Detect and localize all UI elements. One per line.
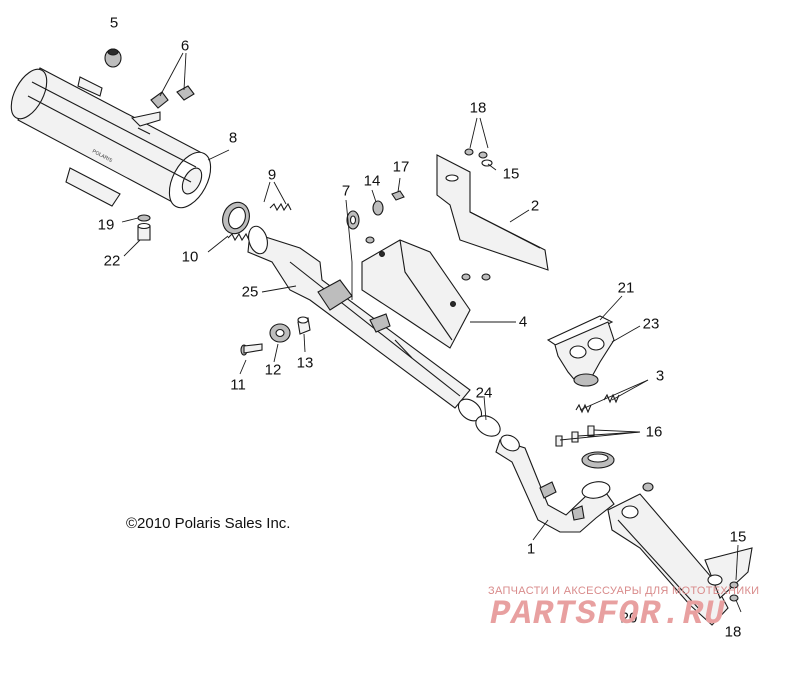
part-mount-spacer <box>297 316 311 335</box>
part-fasteners-18-15 <box>365 148 493 281</box>
callout-16: 16 <box>645 423 663 441</box>
watermark-brand: PARTSFOR.RU <box>490 596 726 634</box>
callout-11: 11 <box>230 376 246 394</box>
part-grommet <box>104 48 122 68</box>
callout-19: 19 <box>97 216 115 234</box>
part-bolt-19-22 <box>137 214 151 241</box>
part-springs-manifold <box>575 393 620 414</box>
callout-8: 8 <box>228 129 238 147</box>
callout-9: 9 <box>267 166 277 184</box>
part-washer-14 <box>372 200 384 216</box>
callout-6: 6 <box>180 37 190 55</box>
part-springs <box>227 202 292 242</box>
part-washer-7 <box>346 210 360 230</box>
callout-20: 20 <box>620 609 638 627</box>
callout-5: 5 <box>109 14 119 32</box>
part-seal-ring <box>475 415 615 469</box>
callout-10: 10 <box>181 248 199 266</box>
callout-25: 25 <box>241 283 259 301</box>
callout-14: 14 <box>363 172 381 190</box>
part-nut-17 <box>391 190 405 201</box>
copyright-text: ©2010 Polaris Sales Inc. <box>126 515 291 532</box>
callout-22: 22 <box>103 252 121 270</box>
part-exhaust-pipe <box>495 434 615 533</box>
part-head-pipe <box>247 225 483 422</box>
part-isolators <box>150 85 195 109</box>
callout-13: 13 <box>296 354 314 372</box>
callout-18-top: 18 <box>469 99 487 117</box>
callout-17: 17 <box>392 158 410 176</box>
callout-3: 3 <box>655 367 665 385</box>
part-mount-bolt <box>240 343 263 356</box>
callout-2: 2 <box>530 197 540 215</box>
muffler: POLARIS <box>10 67 212 209</box>
callout-15-bottom: 15 <box>729 528 747 546</box>
part-gasket-ring <box>222 201 250 235</box>
callout-23: 23 <box>642 315 660 333</box>
callout-12: 12 <box>264 361 282 379</box>
part-bracket <box>436 154 549 271</box>
watermark-tagline: ЗАПЧАСТИ И АКСЕССУАРЫ ДЛЯ МОТОТЕХНИКИ <box>488 585 760 597</box>
callout-15-top: 15 <box>502 165 520 183</box>
callout-1: 1 <box>526 540 536 558</box>
part-studs <box>555 425 595 447</box>
part-mount-washer <box>269 323 291 343</box>
leader-lines <box>121 52 742 613</box>
callout-7: 7 <box>341 182 351 200</box>
part-manifold-flange <box>554 321 615 387</box>
callout-18-bottom: 18 <box>724 623 742 641</box>
callout-21: 21 <box>617 279 635 297</box>
callout-4: 4 <box>518 313 528 331</box>
callout-24: 24 <box>475 384 493 402</box>
part-heat-shield <box>361 239 471 349</box>
part-lower-pipe <box>607 482 753 626</box>
